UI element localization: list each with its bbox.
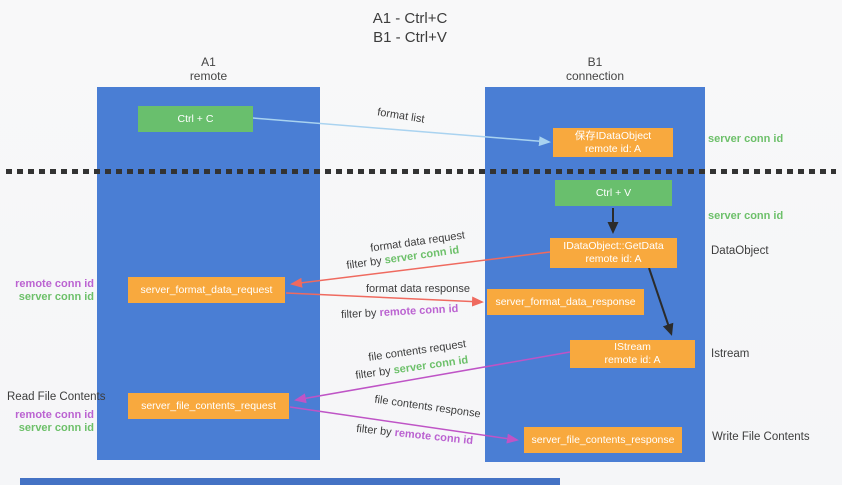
format-data-response-label: format data response (366, 283, 470, 295)
format-list-label: format list (376, 106, 426, 126)
column-b1-id: B1 (587, 55, 603, 69)
ctrl-c-node: Ctrl + C (138, 106, 253, 132)
server-conn-id-annotation-left-2: server conn id (18, 422, 94, 434)
server-file-contents-request-label: server_file_contents_request (141, 399, 276, 412)
remote-conn-id-annotation-left-1: remote conn id (15, 278, 94, 290)
column-b1-subtitle: connection (565, 69, 625, 83)
istream-annotation: Istream (711, 348, 750, 360)
getdata-line1: IDataObject::GetData (563, 240, 664, 252)
dataobject-annotation: DataObject (711, 245, 769, 257)
diagram-title: A1 - Ctrl+C B1 - Ctrl+V (320, 9, 500, 47)
filter-by-text: filter by (345, 255, 383, 272)
filter-by-text: filter by (354, 365, 392, 382)
server-format-data-response-node: server_format_data_response (487, 289, 644, 315)
filter-by-remote-conn-id-1: filter by remote conn id (341, 303, 459, 321)
istream-line1: IStream (614, 341, 651, 353)
phase-separator-dotted-line (6, 169, 836, 174)
server-file-contents-request-node: server_file_contents_request (128, 393, 289, 419)
title-line-2: B1 - Ctrl+V (373, 29, 447, 46)
write-file-contents-annotation: Write File Contents (712, 431, 810, 443)
remote-conn-id-text: remote conn id (379, 302, 459, 320)
save-idataobject-node: 保存IDataObject remote id: A (553, 128, 673, 157)
bottom-panel-edge (20, 478, 560, 485)
remote-conn-id-text: remote conn id (394, 426, 474, 448)
server-format-data-request-node: server_format_data_request (128, 277, 285, 303)
server-file-contents-response-label: server_file_contents_response (531, 433, 675, 446)
save-idataobject-line2: remote id: A (584, 142, 641, 155)
ctrl-v-label: Ctrl + V (595, 186, 632, 199)
title-line-1: A1 - Ctrl+C (372, 10, 448, 27)
filter-by-remote-conn-id-2: filter by remote conn id (356, 423, 474, 447)
file-contents-response-label: file contents response (373, 393, 482, 421)
server-format-data-response-label: server_format_data_response (495, 295, 636, 308)
istream-node: IStream remote id: A (570, 340, 695, 368)
server-file-contents-response-node: server_file_contents_response (524, 427, 682, 453)
idataobject-getdata-node: IDataObject::GetData remote id: A (550, 238, 677, 268)
ctrl-v-node: Ctrl + V (555, 180, 672, 206)
remote-conn-id-annotation-left-2: remote conn id (15, 409, 94, 421)
ctrl-c-label: Ctrl + C (177, 112, 214, 125)
server-conn-id-annotation-2: server conn id (708, 210, 784, 222)
istream-line2: remote id: A (604, 354, 661, 366)
getdata-line2: remote id: A (585, 253, 642, 265)
save-idataobject-line1: 保存IDataObject (574, 129, 652, 142)
filter-by-text: filter by (355, 422, 393, 439)
server-format-data-request-label: server_format_data_request (140, 283, 273, 296)
column-header-b1: B1 connection (485, 55, 705, 83)
column-a1-id: A1 (201, 55, 216, 69)
read-file-contents-annotation: Read File Contents (7, 391, 106, 403)
server-conn-id-annotation-top: server conn id (708, 133, 784, 145)
column-a1-subtitle: remote (189, 69, 228, 83)
filter-by-text: filter by (340, 307, 377, 322)
column-header-a1: A1 remote (97, 55, 320, 83)
server-conn-id-annotation-left-1: server conn id (18, 291, 94, 303)
